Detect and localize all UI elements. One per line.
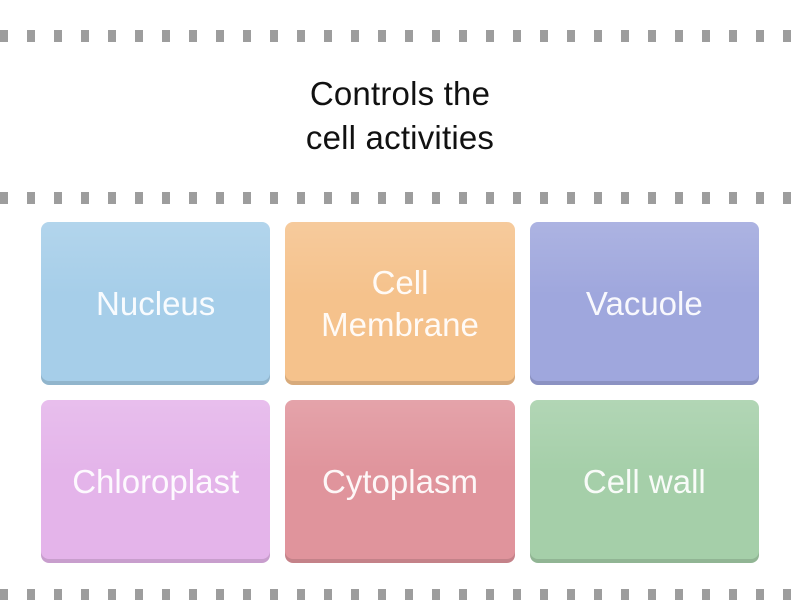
answer-tile-vacuole[interactable]: Vacuole [529,222,759,385]
perforation-strip-middle-icon [0,192,800,204]
perforation-strip-bottom-icon [0,589,800,600]
perforation-strip-top-icon [0,30,800,42]
answer-tile-cytoplasm[interactable]: Cytoplasm [285,400,515,563]
answer-grid: Nucleus Cell Membrane Vacuole Chloroplas… [41,222,759,563]
question-text: Controls the cell activities [305,75,495,156]
answer-tile-cell-membrane[interactable]: Cell Membrane [285,222,515,385]
answer-tile-cell-wall[interactable]: Cell wall [529,400,759,563]
answer-tile-nucleus[interactable]: Nucleus [41,222,271,385]
answer-tile-chloroplast[interactable]: Chloroplast [41,400,271,563]
